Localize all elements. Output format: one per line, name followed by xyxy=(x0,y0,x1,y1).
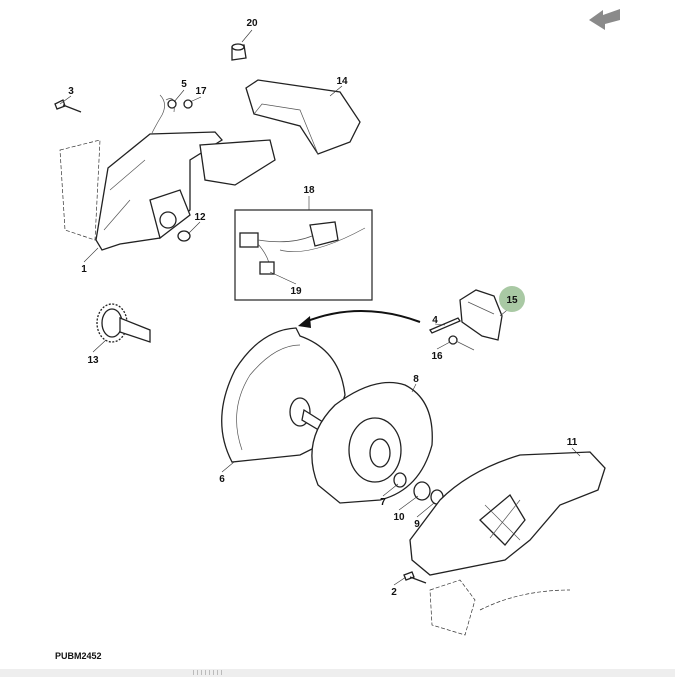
callout-14[interactable]: 14 xyxy=(336,76,348,87)
part-13[interactable] xyxy=(96,303,151,343)
part-12[interactable] xyxy=(177,230,191,242)
callout-10[interactable]: 10 xyxy=(393,512,405,523)
part-1[interactable] xyxy=(59,131,276,251)
curved-arrow-icon xyxy=(304,310,421,323)
callout-5[interactable]: 5 xyxy=(181,79,187,90)
callout-16[interactable]: 16 xyxy=(431,351,443,362)
arrow-back-icon[interactable] xyxy=(589,9,620,30)
part-5[interactable] xyxy=(151,94,177,134)
callout-2[interactable]: 2 xyxy=(391,587,397,598)
dashed-wiring xyxy=(429,579,571,636)
callout-12[interactable]: 12 xyxy=(194,212,206,223)
callout-20[interactable]: 20 xyxy=(246,18,258,29)
part-15[interactable] xyxy=(459,289,503,341)
callout-17[interactable]: 17 xyxy=(195,86,207,97)
part-20[interactable] xyxy=(231,43,247,61)
inset-box-18 xyxy=(234,209,373,301)
part-17[interactable] xyxy=(183,99,193,109)
drawing-code: PUBM2452 xyxy=(55,651,102,661)
highlight-circle xyxy=(499,286,525,312)
callout-19[interactable]: 19 xyxy=(290,286,302,297)
callout-9[interactable]: 9 xyxy=(414,519,420,530)
callout-labels: 20 3 5 17 14 18 12 1 19 15 4 16 13 8 11 … xyxy=(68,18,578,598)
callout-15[interactable]: 15 xyxy=(506,295,518,306)
part-18[interactable] xyxy=(239,221,366,271)
part-6[interactable] xyxy=(221,327,346,463)
resize-handle[interactable] xyxy=(193,670,225,675)
part-7[interactable] xyxy=(393,472,407,488)
part-11[interactable] xyxy=(409,451,606,576)
callout-3[interactable]: 3 xyxy=(68,86,74,97)
part-4[interactable] xyxy=(429,317,461,334)
callout-18[interactable]: 18 xyxy=(303,185,315,196)
callout-13[interactable]: 13 xyxy=(87,355,99,366)
bottom-scrollbar[interactable] xyxy=(0,669,675,677)
callout-11[interactable]: 11 xyxy=(567,437,578,448)
callout-4[interactable]: 4 xyxy=(432,315,438,326)
part-19[interactable] xyxy=(259,261,275,275)
part-3[interactable] xyxy=(54,99,82,113)
leader-lines xyxy=(59,29,581,586)
callout-6[interactable]: 6 xyxy=(219,474,225,485)
part-10[interactable] xyxy=(413,481,431,501)
part-14[interactable] xyxy=(245,79,361,155)
part-2[interactable] xyxy=(403,571,427,584)
part-16[interactable] xyxy=(448,335,475,351)
callout-7[interactable]: 7 xyxy=(380,497,386,508)
callout-1[interactable]: 1 xyxy=(81,264,87,275)
callout-8[interactable]: 8 xyxy=(413,374,419,385)
